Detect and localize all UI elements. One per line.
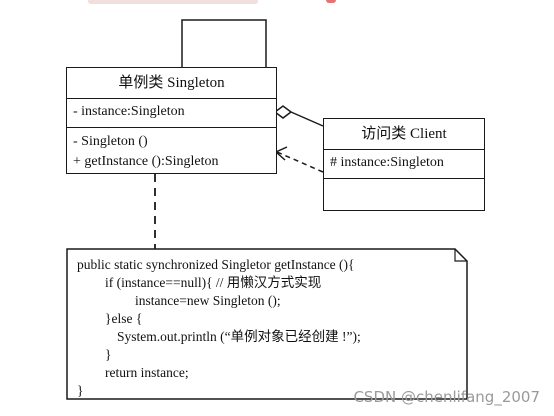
singleton-attribute: - instance:Singleton xyxy=(67,99,276,128)
note-outline xyxy=(66,248,468,400)
code-line: } xyxy=(77,383,84,398)
code-line: System.out.println (“单例对象已经创建 !”); xyxy=(117,329,361,344)
singleton-operation: - Singleton () xyxy=(73,134,148,149)
singleton-operation: + getInstance ():Singleton xyxy=(73,154,219,169)
code-line: }else { xyxy=(105,311,143,326)
cropped-red-mark xyxy=(326,0,336,3)
top-crop-strip xyxy=(0,0,554,6)
code-note: public static synchronized Singletor get… xyxy=(67,249,467,399)
singleton-class-box: 单例类 Singleton - instance:Singleton - Sin… xyxy=(66,67,277,174)
code-line: } xyxy=(105,347,112,362)
dependency-line xyxy=(276,151,324,173)
client-attribute: # instance:Singleton xyxy=(324,150,484,179)
singleton-operations: - Singleton () + getInstance ():Singleto… xyxy=(67,128,276,172)
cropped-header-fragment xyxy=(88,0,258,4)
singleton-class-title: 单例类 Singleton xyxy=(67,68,276,99)
code-line: instance=new Singleton (); xyxy=(135,293,281,308)
client-class-box: 访问类 Client # instance:Singleton xyxy=(323,118,485,211)
aggregation-line xyxy=(290,111,324,127)
aggregation-diamond xyxy=(273,105,293,119)
code-line: public static synchronized Singletor get… xyxy=(77,257,355,272)
code-line: return instance; xyxy=(105,365,189,380)
client-class-title: 访问类 Client xyxy=(324,119,484,150)
code-line: if (instance==null){ // 用懒汉方式实现 xyxy=(105,275,322,290)
note-fold xyxy=(454,249,467,262)
watermark: CSDN @chenlifang_2007 xyxy=(353,388,540,406)
